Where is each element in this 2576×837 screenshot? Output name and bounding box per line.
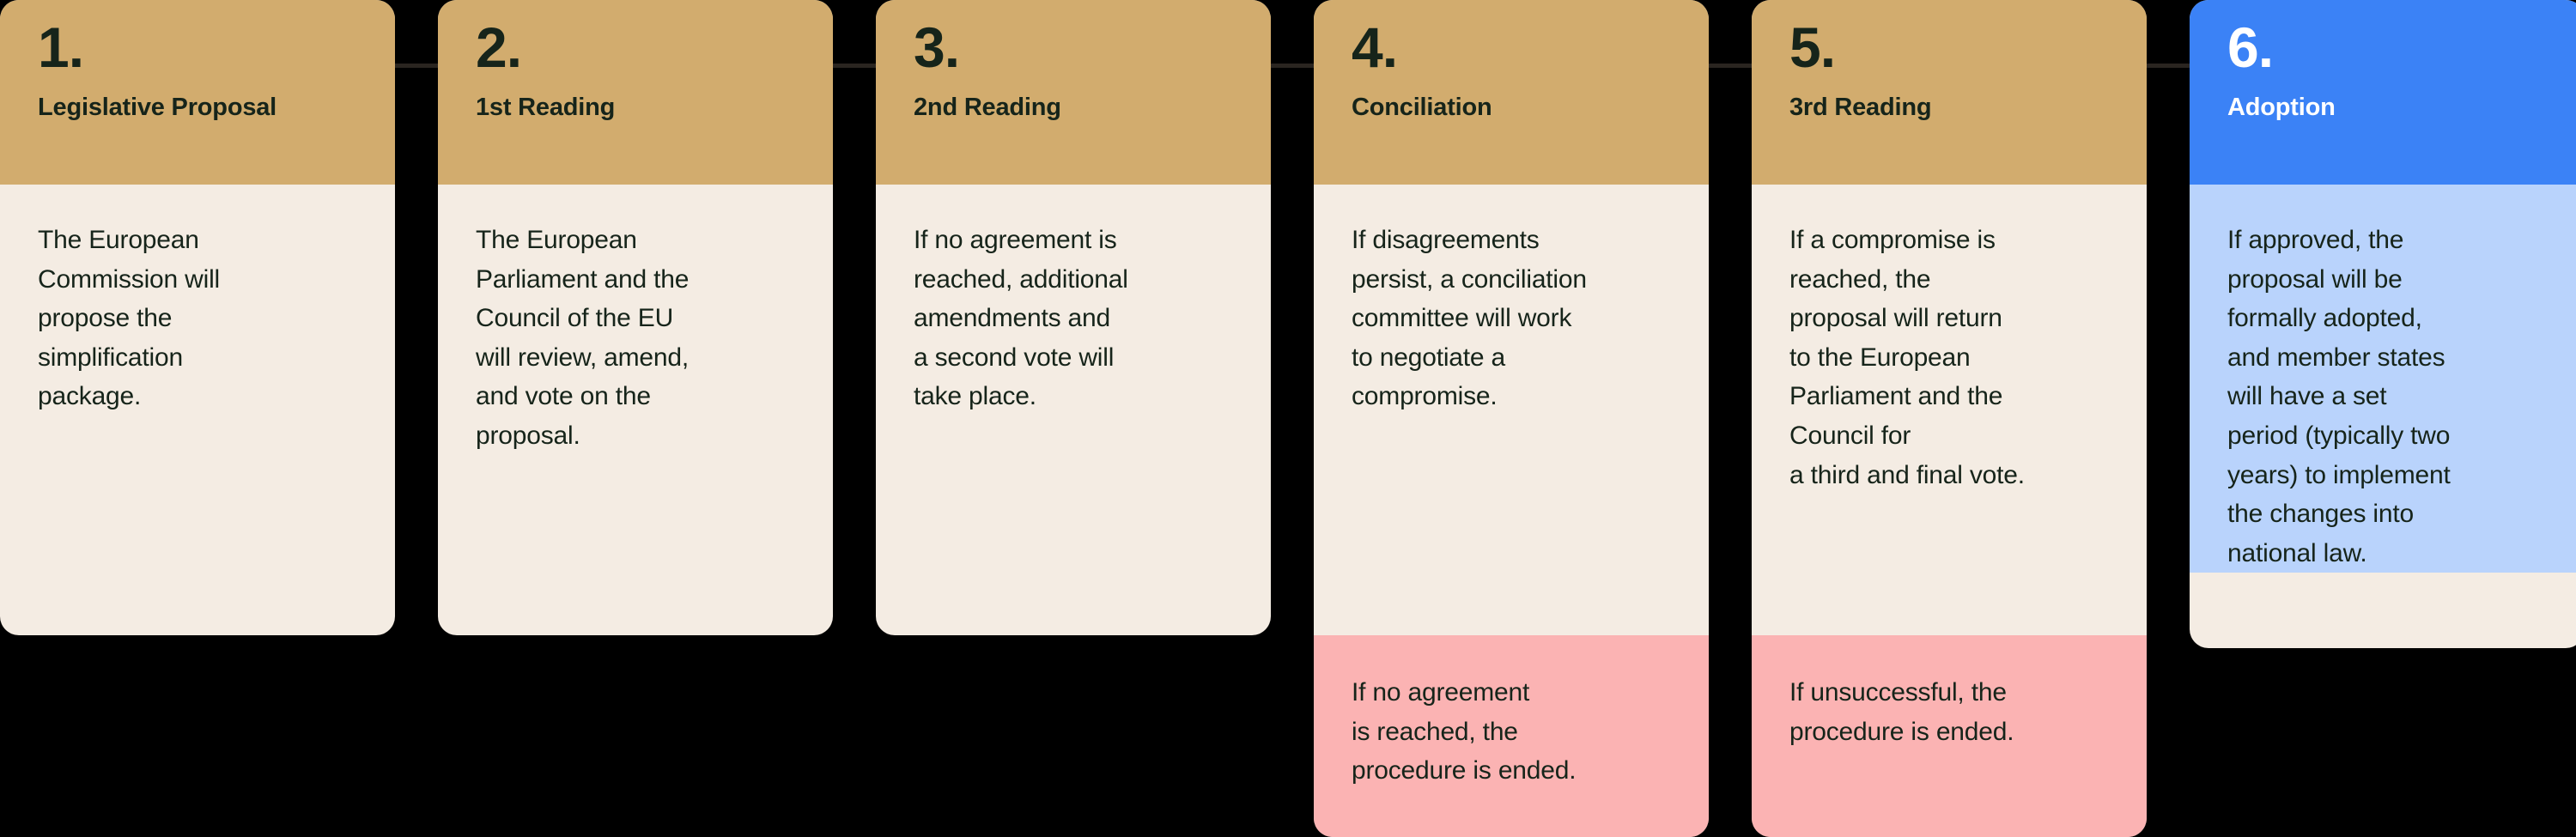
step-4-number: 4.: [1352, 15, 1398, 79]
step-2-number: 2.: [476, 15, 522, 79]
step-4-failure-note: If no agreement is reached, the procedur…: [1314, 635, 1709, 837]
step-3-body: If no agreement is reached, additional a…: [876, 185, 1271, 416]
connector-line-3-4: [1267, 64, 1314, 68]
connector-line-2-3: [829, 64, 876, 68]
step-card-3[interactable]: 3. 2nd Reading If no agreement is reache…: [876, 0, 1271, 635]
step-4-body: If disagreements persist, a conciliation…: [1314, 185, 1709, 635]
step-1-body: The European Commission will propose the…: [0, 185, 395, 416]
step-3-number: 3.: [914, 15, 960, 79]
step-1-header: 1. Legislative Proposal: [0, 0, 395, 185]
step-3-header: 3. 2nd Reading: [876, 0, 1271, 185]
step-card-2[interactable]: 2. 1st Reading The European Parliament a…: [438, 0, 833, 635]
step-1-number: 1.: [38, 15, 84, 79]
step-4-header: 4. Conciliation: [1314, 0, 1709, 185]
step-card-6[interactable]: 6. Adoption If approved, the proposal wi…: [2190, 0, 2576, 648]
step-6-header: 6. Adoption: [2190, 0, 2576, 185]
step-1-title: Legislative Proposal: [38, 94, 277, 121]
connector-line-1-2: [391, 64, 438, 68]
step-card-1[interactable]: 1. Legislative Proposal The European Com…: [0, 0, 395, 635]
step-card-5[interactable]: 5. 3rd Reading If a compromise is reache…: [1752, 0, 2147, 837]
step-5-title: 3rd Reading: [1789, 94, 1932, 121]
step-4-title: Conciliation: [1352, 94, 1492, 121]
connector-line-4-5: [1704, 64, 1752, 68]
step-6-number: 6.: [2227, 15, 2274, 79]
step-2-body: The European Parliament and the Council …: [438, 185, 833, 456]
step-6-title: Adoption: [2227, 94, 2336, 121]
step-2-title: 1st Reading: [476, 94, 616, 121]
step-2-header: 2. 1st Reading: [438, 0, 833, 185]
step-6-body: If approved, the proposal will be formal…: [2190, 185, 2576, 573]
step-5-number: 5.: [1789, 15, 1836, 79]
step-5-body: If a compromise is reached, the proposal…: [1752, 185, 2147, 635]
step-card-4[interactable]: 4. Conciliation If disagreements persist…: [1314, 0, 1709, 837]
step-5-failure-note: If unsuccessful, the procedure is ended.: [1752, 635, 2147, 837]
connector-line-5-6: [2142, 64, 2190, 68]
step-5-header: 5. 3rd Reading: [1752, 0, 2147, 185]
step-3-title: 2nd Reading: [914, 94, 1061, 121]
